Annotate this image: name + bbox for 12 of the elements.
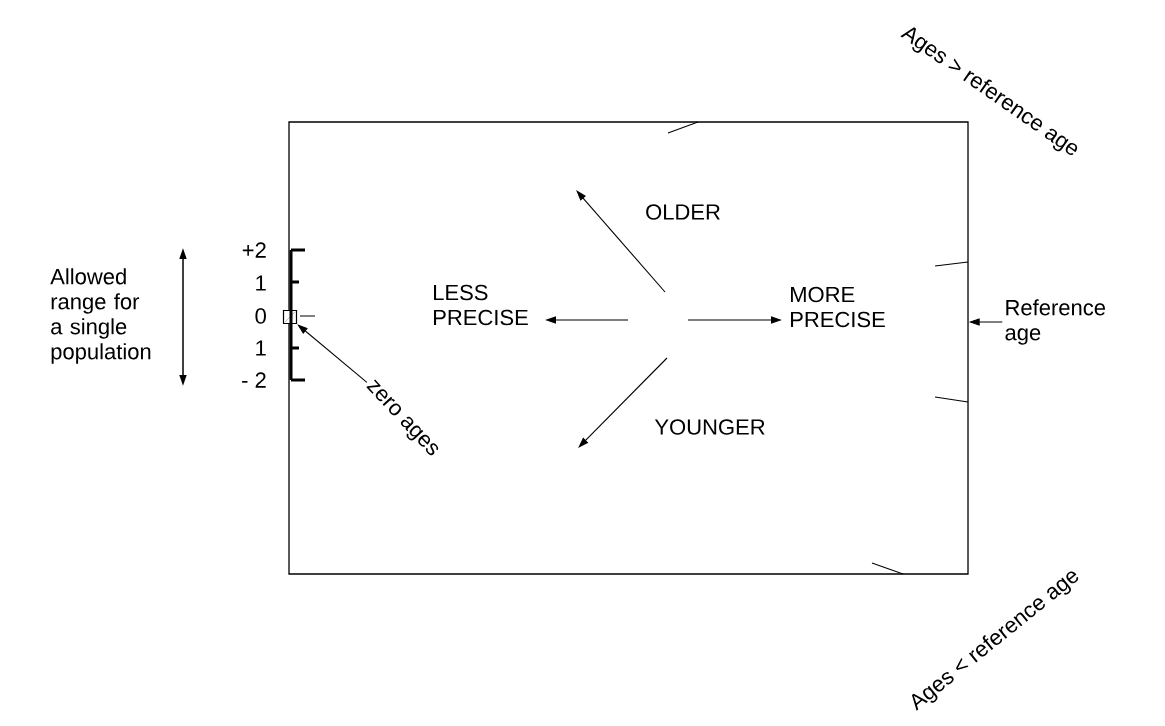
callout-label: Reference age: [1005, 299, 1105, 345]
scale-number: 1: [256, 275, 266, 291]
range-label: Allowed range for a single population: [50, 268, 151, 364]
direction-label: LESS PRECISE: [434, 284, 528, 326]
scale-number: +2: [242, 242, 266, 258]
scale-number: - 2: [242, 372, 266, 388]
direction-label: YOUNGER: [654, 419, 765, 435]
direction-label: MORE PRECISE: [791, 286, 885, 328]
arrow: [297, 324, 368, 383]
scale-number: 1: [256, 340, 266, 356]
direction-label: OLDER: [646, 204, 720, 220]
arrow: [969, 318, 1003, 326]
